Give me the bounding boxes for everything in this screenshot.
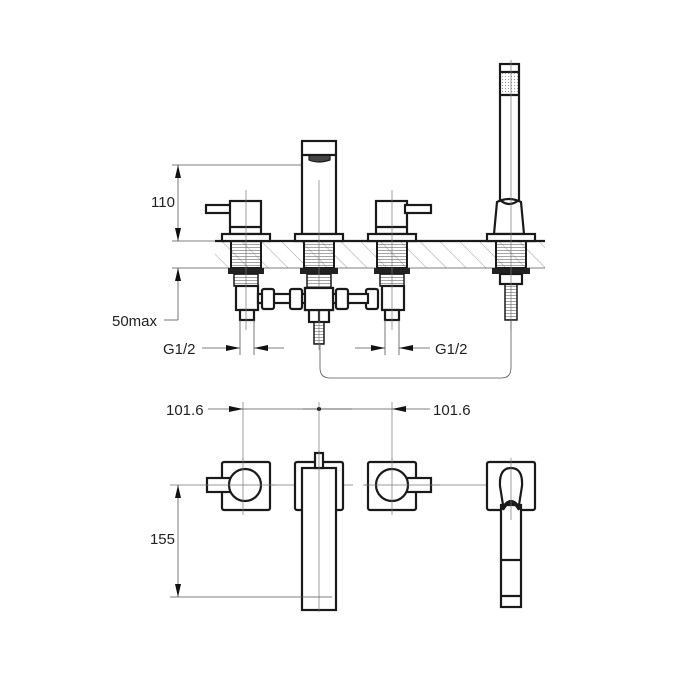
right-valve-plan (363, 458, 440, 515)
side-elevation-view: 110 50max G1/2 G1/2 (112, 60, 545, 379)
inlet-right-label: G1/2 (435, 341, 468, 358)
dimension-height: 110 (151, 165, 181, 241)
height-label: 110 (151, 194, 175, 211)
deck-thickness-label: 50max (112, 313, 158, 330)
deck-section (172, 164, 545, 269)
dimension-inlet-left: G1/2 (163, 320, 284, 358)
handshower-side (319, 60, 537, 379)
left-valve-plan (205, 458, 275, 515)
handshower-plan (485, 458, 537, 609)
spout-plan (293, 450, 345, 612)
spacing-left-label: 101.6 (166, 402, 204, 419)
right-valve (366, 190, 433, 330)
dimension-spout-projection: 155 (150, 485, 332, 598)
dimension-deck-thickness: 50max (112, 268, 181, 330)
spout-projection-label: 155 (150, 531, 175, 548)
inlet-left-label: G1/2 (163, 341, 196, 358)
connecting-pipes (256, 286, 380, 312)
dimension-inlet-right: G1/2 (355, 320, 468, 358)
spacing-right-label: 101.6 (433, 402, 471, 419)
top-plan-view: 101.6 101.6 (150, 402, 537, 612)
left-valve (204, 190, 272, 330)
dimension-spacing: 101.6 101.6 (166, 402, 471, 460)
